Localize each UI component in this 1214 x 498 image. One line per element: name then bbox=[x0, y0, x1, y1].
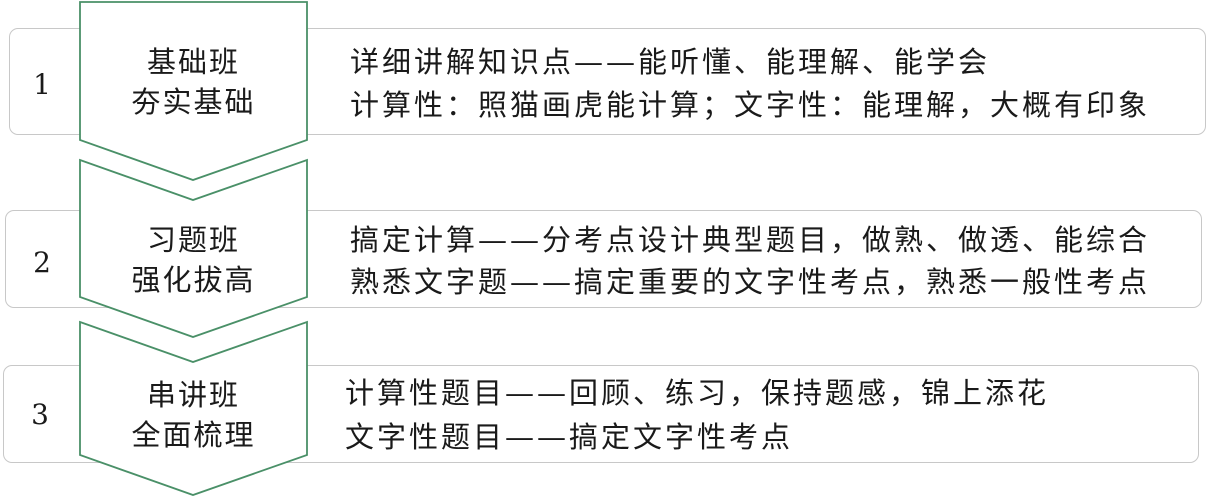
stage-2-number: 2 bbox=[33, 246, 51, 279]
stage-3-title: 串讲班 bbox=[146, 378, 240, 412]
stage-2-subtitle: 强化拔高 bbox=[131, 263, 256, 297]
stage-1-description-line-2: 计算性：照猫画虎能计算；文字性：能理解，大概有印象 bbox=[350, 88, 1151, 122]
stage-3-chevron bbox=[79, 320, 308, 496]
stage-1-title: 基础班 bbox=[146, 45, 240, 79]
stage-2-chevron bbox=[79, 158, 308, 338]
stage-1-subtitle: 夯实基础 bbox=[131, 85, 256, 119]
stage-1-description-line-1: 详细讲解知识点——能听懂、能理解、能学会 bbox=[350, 45, 991, 79]
stage-3-description-line-2: 文字性题目——搞定文字性考点 bbox=[345, 420, 794, 454]
stage-2-description-line-2: 熟悉文字题——搞定重要的文字性考点，熟悉一般性考点 bbox=[350, 265, 1151, 299]
stage-2-title: 习题班 bbox=[146, 223, 240, 257]
stage-3-subtitle: 全面梳理 bbox=[131, 418, 256, 452]
stage-3-description-line-1: 计算性题目——回顾、练习，保持题感，锦上添花 bbox=[345, 376, 1050, 410]
stage-1-chevron bbox=[79, 1, 308, 181]
stage-3-number: 3 bbox=[31, 398, 49, 431]
stage-1-number: 1 bbox=[33, 68, 51, 101]
stage-2-description-line-1: 搞定计算——分考点设计典型题目，做熟、做透、能综合 bbox=[350, 223, 1151, 257]
